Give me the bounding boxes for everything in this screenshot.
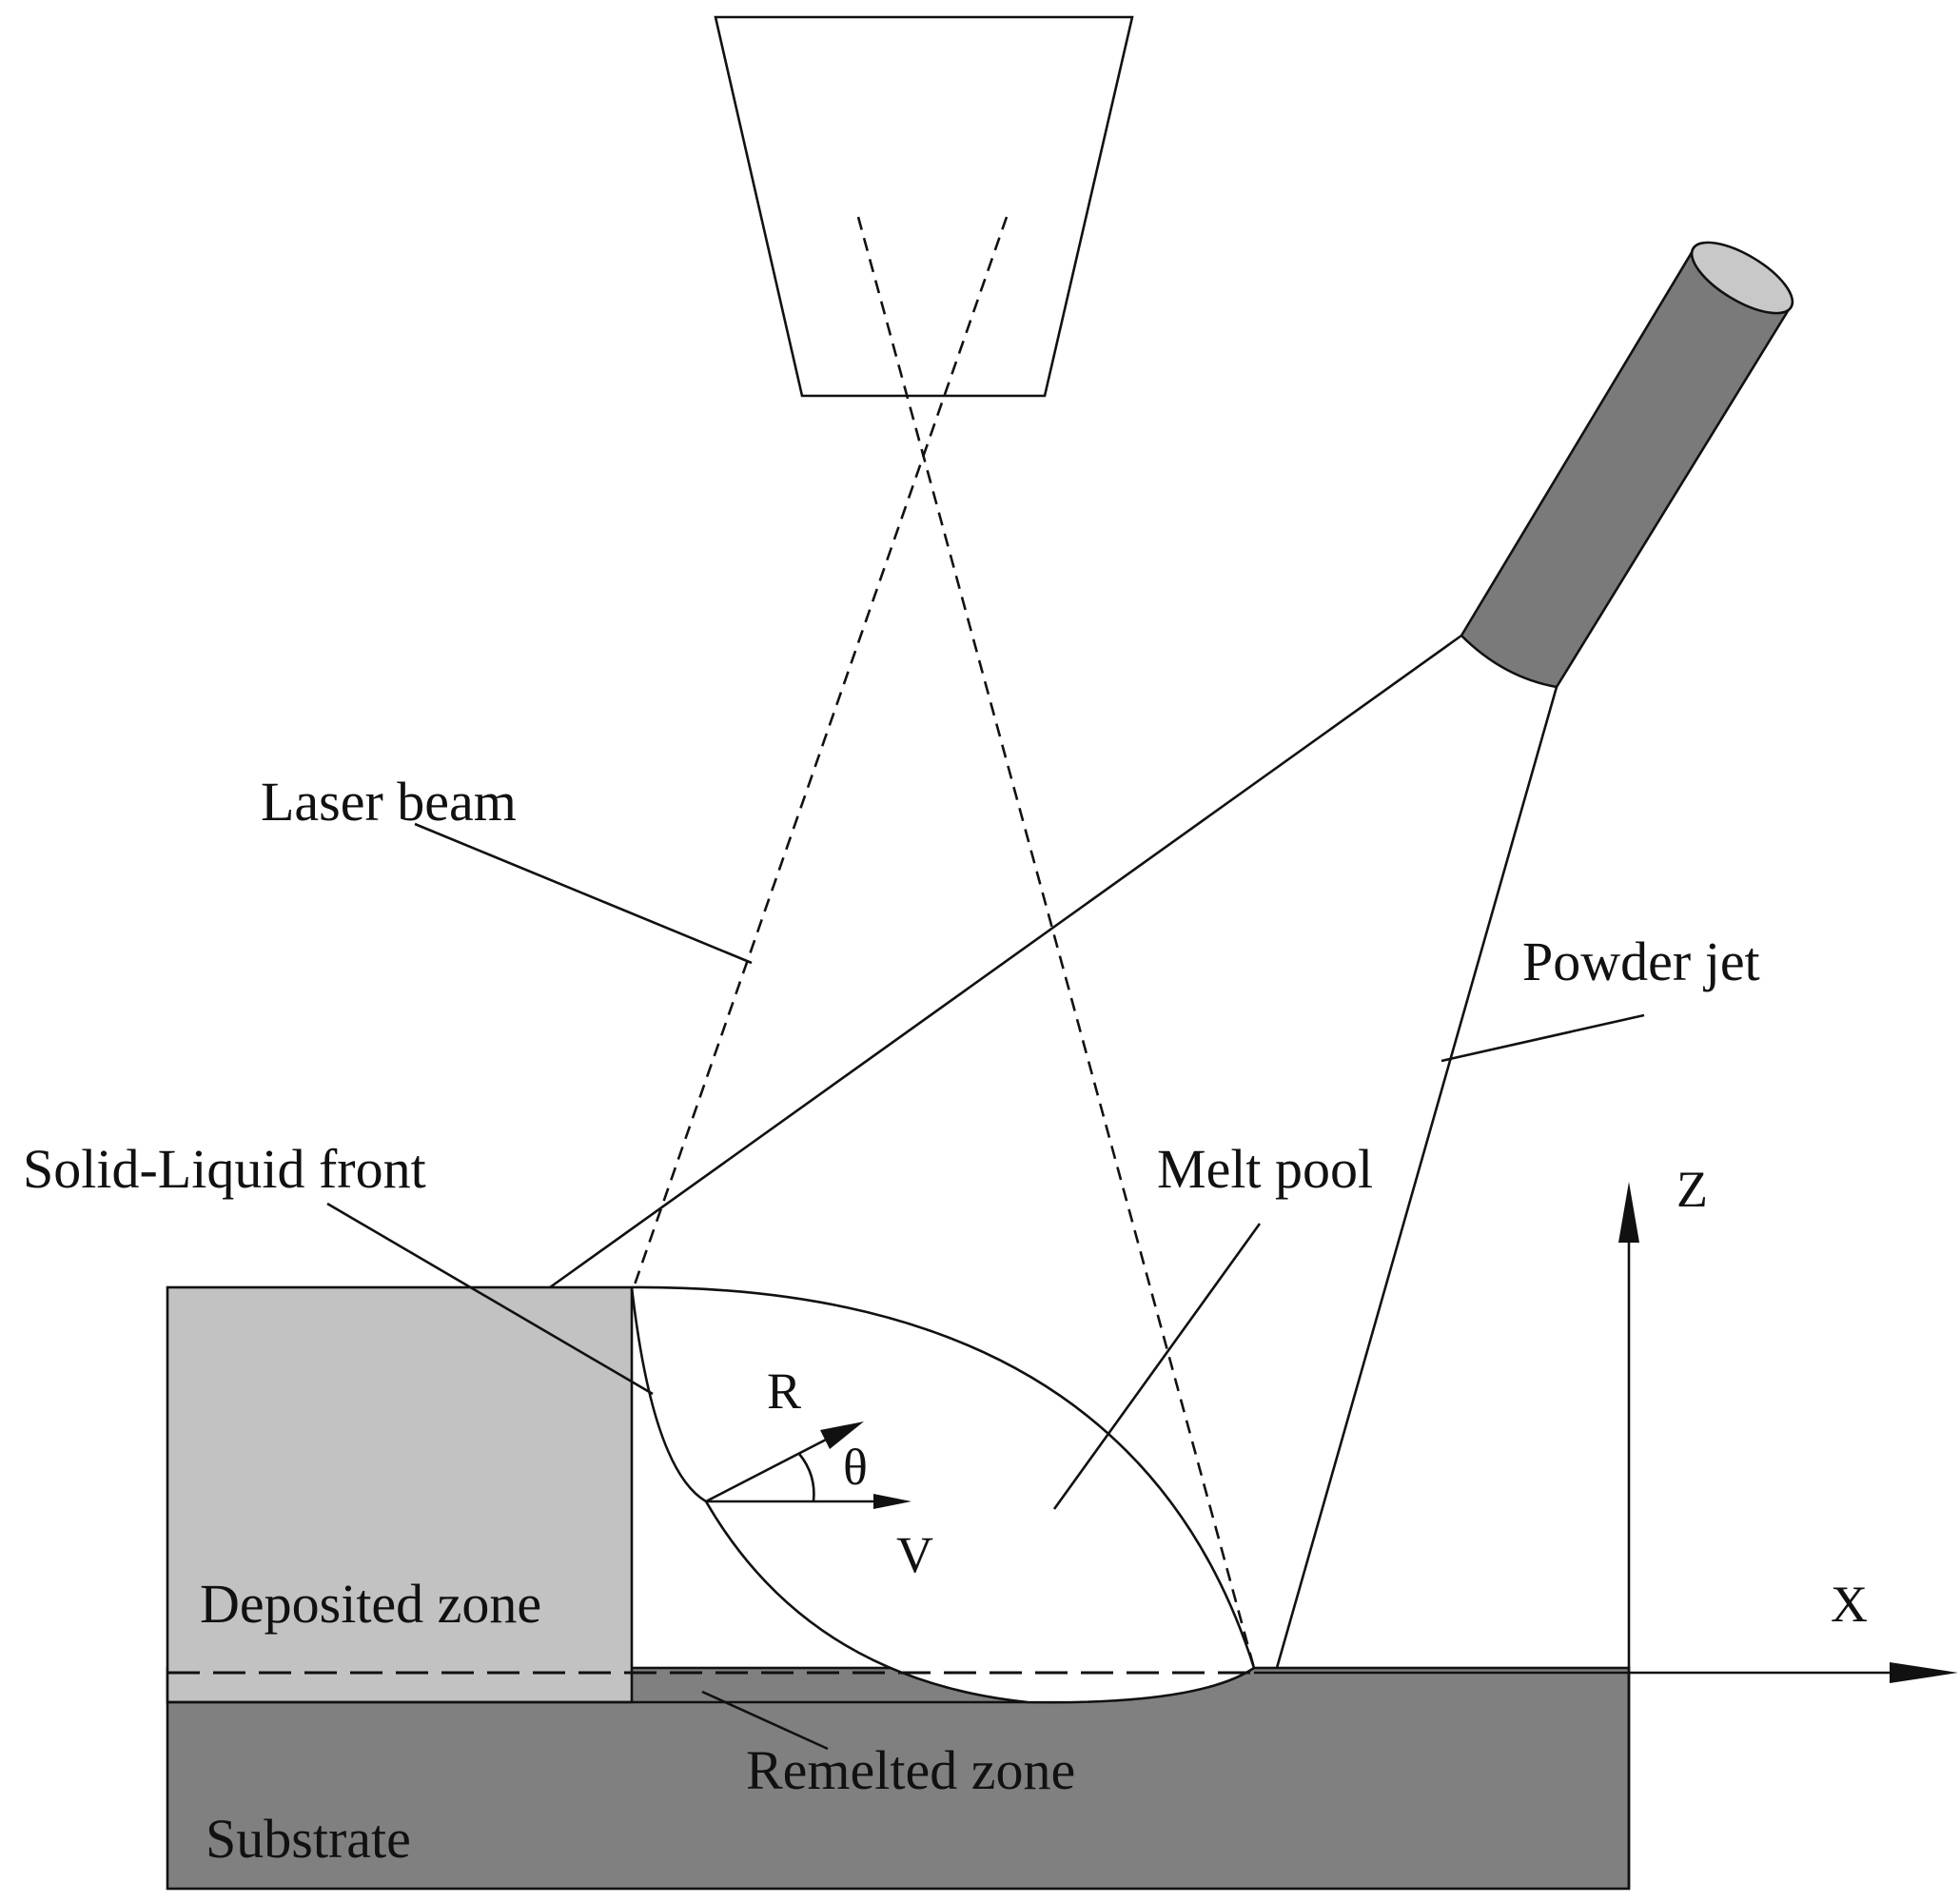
velocity-vector-arrowhead [873,1494,911,1509]
powder-nozzle-body [1460,247,1793,689]
velocity-label: V [896,1526,933,1583]
z-axis-label: Z [1676,1161,1708,1218]
laser-beam-right-ray [856,216,1256,1669]
substrate-label: Substrate [206,1808,411,1870]
theta-label: θ [843,1439,868,1496]
powder-jet-right-line [1275,686,1558,1669]
theta-angle-arc [797,1453,815,1502]
solid-liquid-front-leader [326,1202,654,1396]
deposited-zone-block [166,1285,634,1704]
radius-label: R [767,1363,801,1420]
solid-liquid-front-label: Solid-Liquid front [23,1138,426,1200]
powder-nozzle-cap [1690,241,1794,315]
melt-pool-region [632,1287,1254,1703]
powder-nozzle [1460,241,1794,689]
x-axis-label: X [1831,1576,1868,1633]
powder-jet-label: Powder jet [1522,931,1760,992]
melt-pool-surface-curve [631,1285,1256,1669]
melt-pool-leader [1052,1223,1262,1510]
powder-jet-leader [1441,1013,1645,1063]
melt-pool-label: Melt pool [1157,1138,1373,1200]
radius-vector [705,1437,829,1503]
substrate-block [166,1666,1631,1891]
solid-liquid-front-curve [630,1286,1255,1704]
remelted-zone-label: Remelted zone [746,1739,1075,1801]
laser-beam-left-ray [632,216,1009,1288]
z-axis-arrowhead [1618,1182,1639,1243]
radius-vector-arrowhead [820,1422,864,1449]
laser-beam-leader [414,822,753,965]
x-axis-arrowhead [1890,1662,1958,1683]
remelted-zone-leader [701,1690,829,1751]
laser-head [714,15,1134,398]
powder-jet-left-line [549,634,1462,1289]
deposited-zone-label: Deposited zone [200,1573,541,1635]
laser-beam-label: Laser beam [261,771,517,833]
